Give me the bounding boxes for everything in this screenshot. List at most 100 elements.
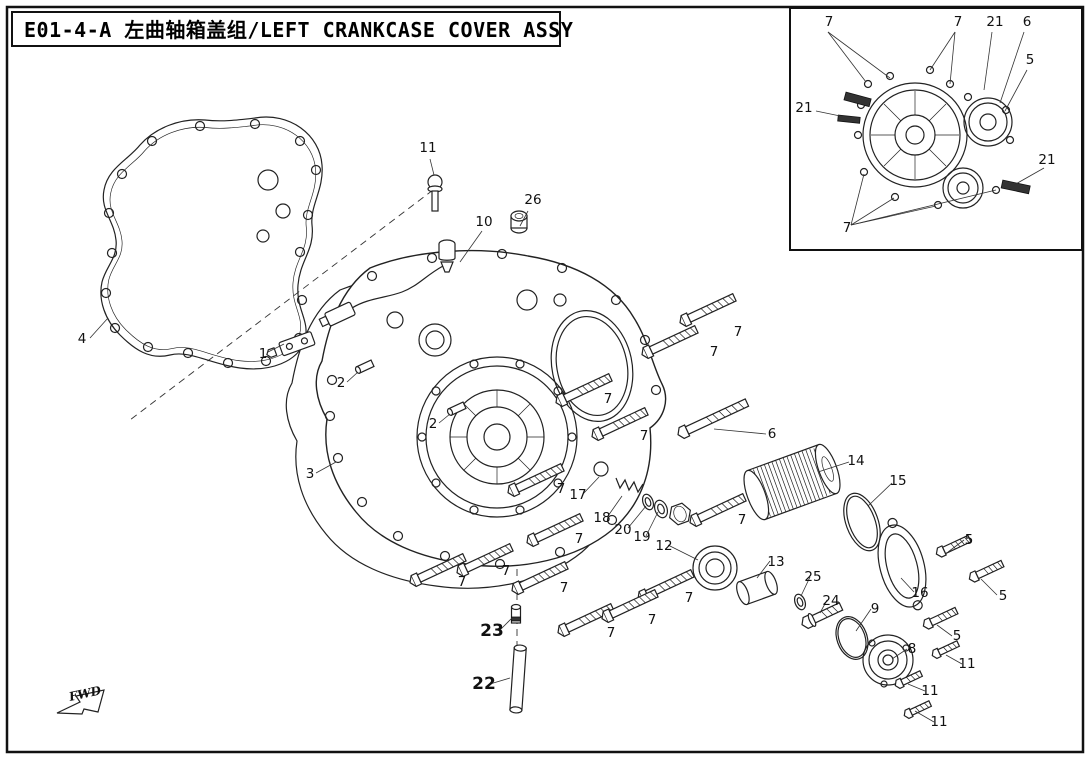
axis-line <box>129 189 434 421</box>
leader-line <box>1004 69 1028 112</box>
speed-sensor <box>318 239 456 328</box>
callout-7: 7 <box>502 563 511 579</box>
callout-20: 20 <box>614 522 631 538</box>
leader-line <box>1013 167 1045 186</box>
leader-line <box>459 230 483 263</box>
callout-6: 6 <box>1023 14 1032 30</box>
callout-2: 2 <box>429 416 438 432</box>
leader-line <box>499 617 513 631</box>
leader-line <box>645 511 659 537</box>
callout-7: 7 <box>607 625 616 641</box>
leader-line <box>855 608 872 632</box>
callout-12: 12 <box>655 538 672 554</box>
cover-seal-ring <box>550 309 634 423</box>
callout-21: 21 <box>1038 152 1055 168</box>
crankcase-gasket <box>100 116 323 370</box>
leader-line <box>827 31 867 83</box>
leader-line <box>867 482 893 507</box>
callout-5: 5 <box>965 532 974 548</box>
leader-line <box>819 599 828 614</box>
callout-21: 21 <box>986 14 1003 30</box>
spring <box>615 477 644 494</box>
leader-line <box>429 158 435 176</box>
callout-7: 7 <box>954 14 963 30</box>
callout-21: 21 <box>795 100 812 116</box>
callout-5: 5 <box>1026 52 1035 68</box>
leader-line <box>949 31 956 85</box>
washer <box>793 593 807 611</box>
callout-7: 7 <box>685 590 694 606</box>
page-border <box>5 5 1085 754</box>
callout-7: 7 <box>604 391 613 407</box>
dowel-pin <box>354 359 375 374</box>
callout-25: 25 <box>804 569 821 585</box>
leader-line <box>89 317 109 339</box>
leader-line <box>438 413 451 424</box>
leader-line <box>929 31 956 71</box>
leader-line <box>914 710 935 723</box>
callout-18: 18 <box>593 510 610 526</box>
leader-line <box>315 461 337 474</box>
callout-8: 8 <box>908 641 917 657</box>
cover-bolts-short <box>920 533 1006 632</box>
leader-line <box>756 560 771 579</box>
callout-5: 5 <box>999 588 1008 604</box>
leader-lines <box>89 31 1045 723</box>
page-title: E01-4-A 左曲轴箱盖组/LEFT CRANKCASE COVER ASSY <box>24 18 573 42</box>
leader-line <box>983 31 993 91</box>
callout-15: 15 <box>889 473 906 489</box>
fwd-arrow-icon <box>56 689 105 715</box>
filter-o-ring <box>843 492 881 552</box>
leader-line <box>607 495 623 517</box>
callout-11: 11 <box>419 140 436 156</box>
callout-5: 5 <box>953 628 962 644</box>
round-cover <box>862 634 914 688</box>
callout-23: 23 <box>480 621 504 641</box>
callout-1: 1 <box>259 346 268 362</box>
drain-plug <box>669 502 691 526</box>
callout-26: 26 <box>524 192 541 208</box>
leader-line <box>815 110 846 118</box>
leader-line <box>519 210 529 227</box>
callout-10: 10 <box>475 214 492 230</box>
leader-line <box>980 578 998 596</box>
o-ring <box>835 616 869 660</box>
leader-line <box>800 576 811 597</box>
leader-line <box>817 461 850 473</box>
callout-7: 7 <box>738 512 747 528</box>
callout-11: 11 <box>958 656 975 672</box>
callout-13: 13 <box>767 554 784 570</box>
callout-16: 16 <box>911 585 928 601</box>
oil-filter <box>743 443 841 521</box>
leader-line <box>489 677 511 685</box>
dowel-pin <box>446 401 467 416</box>
steel-ball <box>593 461 609 477</box>
leader-line <box>850 173 865 226</box>
leader-line <box>907 683 926 692</box>
fwd-indicator: FWD <box>56 683 105 715</box>
leader-line <box>999 31 1025 104</box>
callout-19: 19 <box>633 529 650 545</box>
callout-11: 11 <box>930 714 947 730</box>
callout-7: 7 <box>557 481 566 497</box>
left-crankcase-cover <box>315 248 667 570</box>
callout-7: 7 <box>825 14 834 30</box>
long-bolt <box>674 396 751 441</box>
callout-2: 2 <box>337 375 346 391</box>
callout-24: 24 <box>822 593 839 609</box>
inset-assembled-view <box>789 7 1083 251</box>
bearing <box>692 545 738 591</box>
callout-3: 3 <box>306 466 315 482</box>
long-pin <box>509 644 527 714</box>
callout-7: 7 <box>575 531 584 547</box>
leader-line <box>947 539 965 553</box>
callout-22: 22 <box>472 674 496 694</box>
callout-7: 7 <box>843 220 852 236</box>
washer <box>641 493 655 511</box>
title-block: E01-4-A 左曲轴箱盖组/LEFT CRANKCASE COVER ASSY <box>11 11 573 47</box>
callout-7: 7 <box>560 580 569 596</box>
washer <box>653 499 669 519</box>
leader-line <box>891 648 908 660</box>
